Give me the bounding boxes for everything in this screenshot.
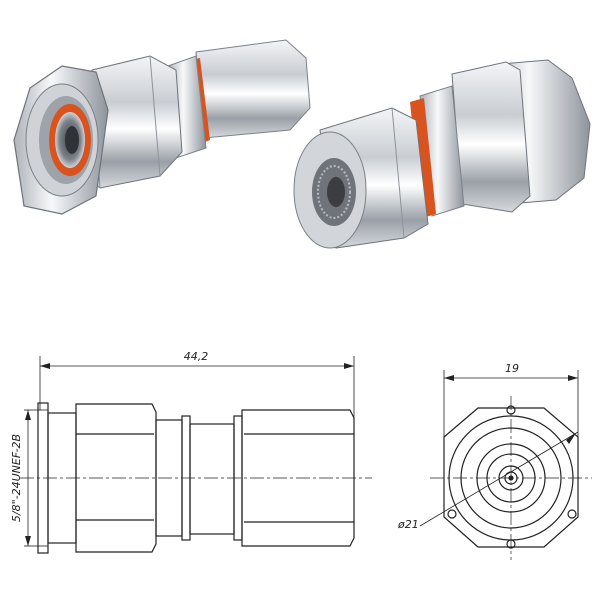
- diameter-dimension-label: ø21: [397, 518, 419, 531]
- length-dimension-label: 44,2: [184, 350, 209, 363]
- side-view-drawing: [20, 356, 372, 554]
- end-view-drawing: [419, 370, 592, 560]
- thread-dimension-label: 5/8"-24UNEF-2B: [10, 434, 23, 522]
- connector-photo-right: [293, 59, 591, 249]
- connector-photo-left: [13, 39, 311, 215]
- width-dimension-label: 19: [505, 362, 519, 375]
